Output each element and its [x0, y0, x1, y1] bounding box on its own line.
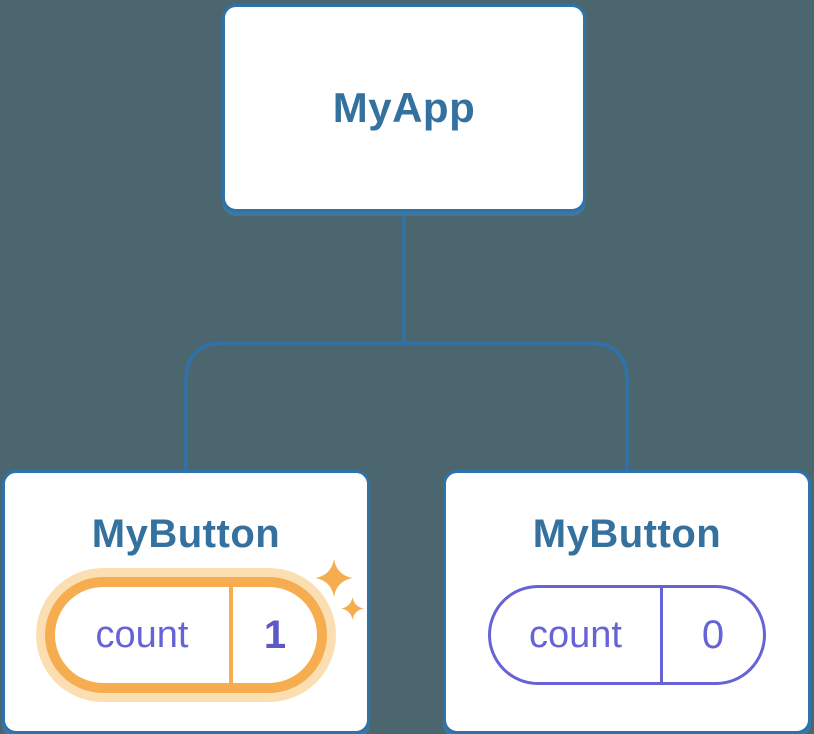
- node-label: MyButton: [91, 512, 281, 556]
- tree-node-mybutton-updated: MyButton count 1: [2, 470, 370, 734]
- state-badge-highlighted: count 1: [45, 577, 327, 693]
- state-badge-divider: [660, 588, 663, 682]
- sparkle-icon: [341, 597, 364, 620]
- sparkle-icon: [315, 559, 353, 597]
- state-value: 1: [263, 612, 287, 657]
- node-label: MyButton: [532, 512, 722, 556]
- node-label: MyApp: [332, 84, 476, 131]
- state-badge-divider: [229, 587, 233, 683]
- tree-node-myapp: MyApp: [222, 4, 586, 212]
- state-value: 0: [701, 612, 725, 657]
- state-key-label: count: [95, 613, 189, 656]
- state-badge: count 0: [488, 585, 766, 685]
- state-key-label: count: [529, 613, 622, 656]
- tree-node-mybutton: MyButton count 0: [443, 470, 811, 734]
